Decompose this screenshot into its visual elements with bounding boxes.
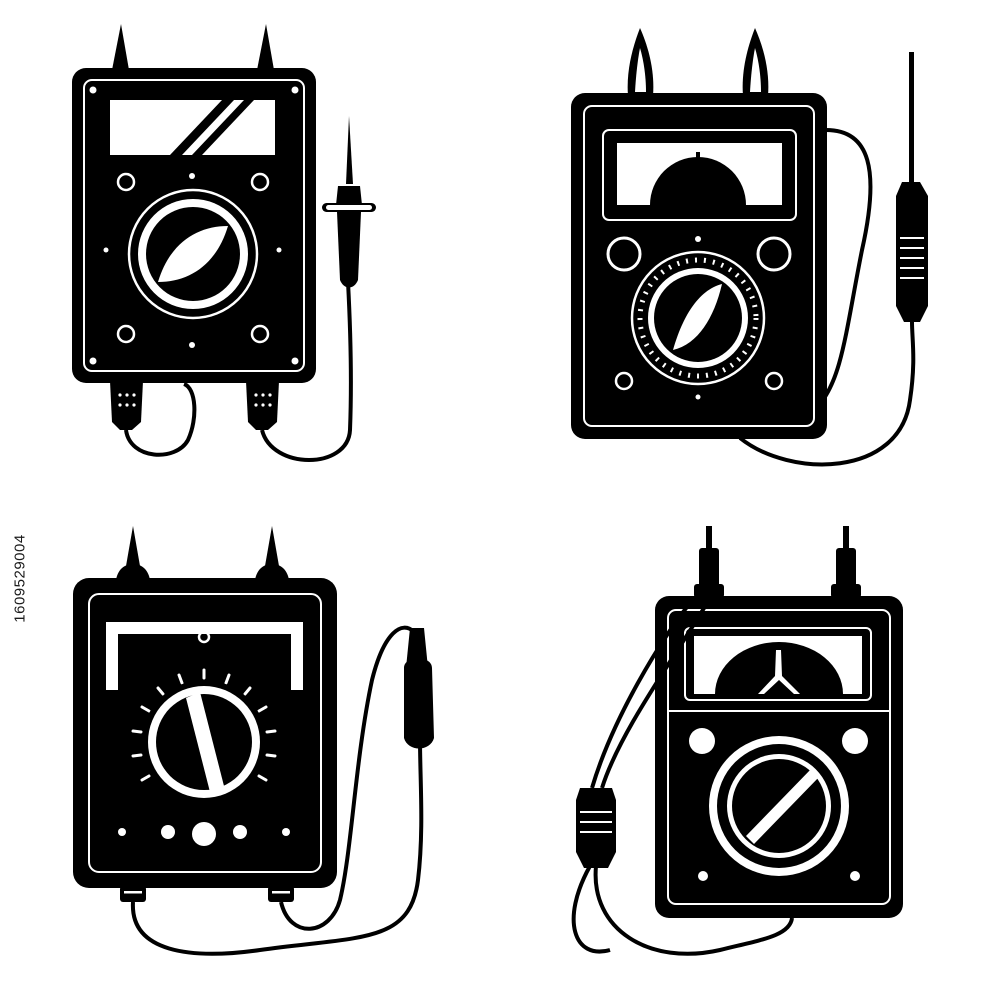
multimeter-analog-large-icon: [571, 526, 903, 956]
stock-id-label-wrapper: 1609529004: [0, 0, 40, 1000]
stock-id-label: 1609529004: [11, 533, 29, 623]
multimeter-dial-icon: [73, 526, 434, 956]
multimeter-analog-icon: [571, 28, 928, 467]
multimeter-digital-icon: [72, 24, 376, 462]
